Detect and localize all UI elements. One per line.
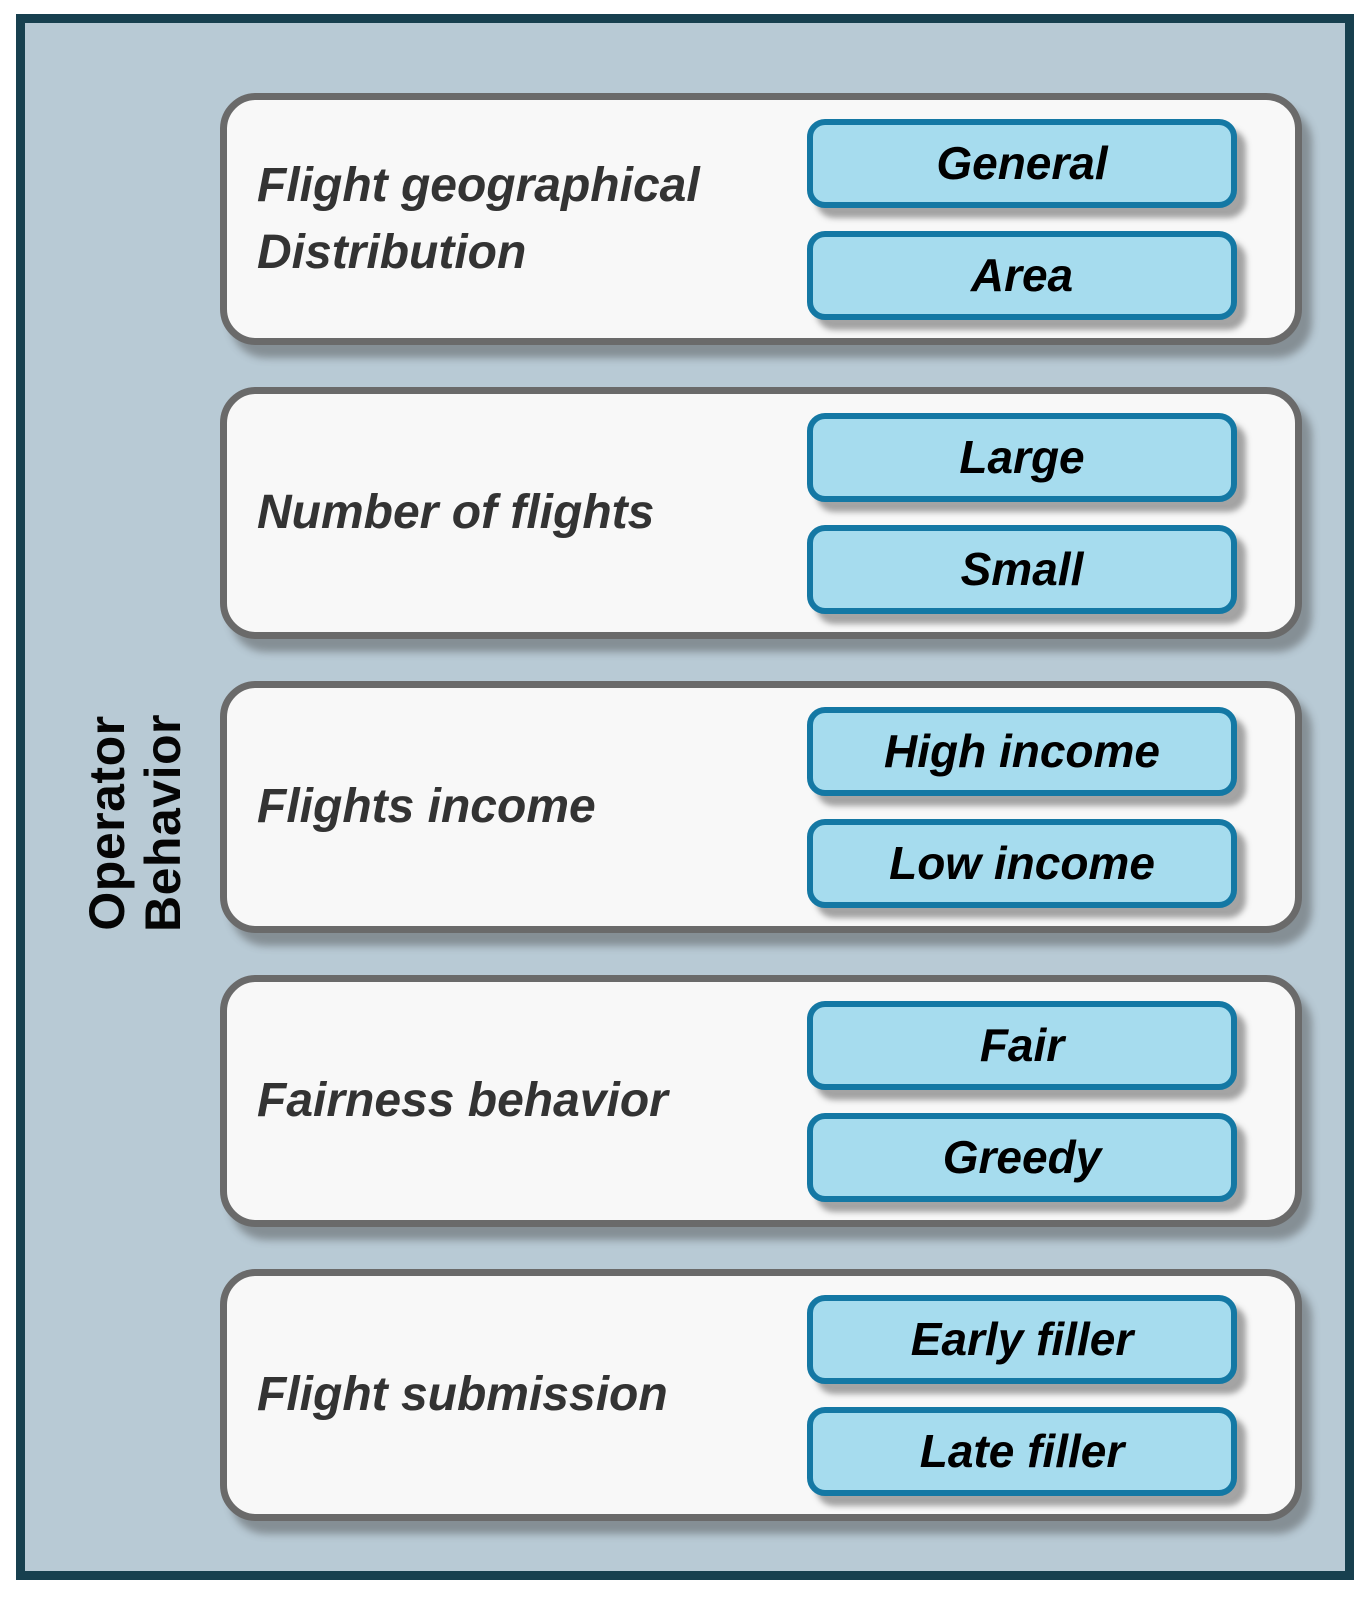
option-late-filler: Late filler [807,1406,1237,1496]
option-high-income: High income [807,706,1237,796]
category-panel-flights-income: Flights income High income Low income [220,681,1302,933]
category-panel-flight-submission: Flight submission Early filler Late fill… [220,1269,1302,1521]
category-label-number-of-flights: Number of flights [257,486,655,540]
frame-title-line-2: Behavior [135,714,191,932]
operator-behavior-frame: Operator Behavior Flight geographical Di… [16,14,1354,1580]
category-label-flight-geographical-distribution: Flight geographical Distribution [257,158,700,279]
option-early-filler: Early filler [807,1294,1237,1384]
option-general: General [807,118,1237,208]
category-label-flight-submission: Flight submission [257,1368,668,1422]
option-fair: Fair [807,1000,1237,1090]
option-list: General Area [807,118,1237,320]
option-greedy: Greedy [807,1112,1237,1202]
option-small: Small [807,524,1237,614]
option-area: Area [807,230,1237,320]
category-label-fairness-behavior: Fairness behavior [257,1074,668,1128]
category-panel-fairness-behavior: Fairness behavior Fair Greedy [220,975,1302,1227]
category-panels: Flight geographical Distribution General… [220,93,1302,1521]
option-list: High income Low income [807,706,1237,908]
option-large: Large [807,412,1237,502]
option-list: Large Small [807,412,1237,614]
frame-title-line-1: Operator [79,715,135,931]
option-list: Fair Greedy [807,1000,1237,1202]
category-label-flights-income: Flights income [257,780,596,834]
frame-title-operator-behavior: Operator Behavior [79,714,191,932]
option-low-income: Low income [807,818,1237,908]
category-panel-number-of-flights: Number of flights Large Small [220,387,1302,639]
option-list: Early filler Late filler [807,1294,1237,1496]
category-panel-flight-geographical-distribution: Flight geographical Distribution General… [220,93,1302,345]
